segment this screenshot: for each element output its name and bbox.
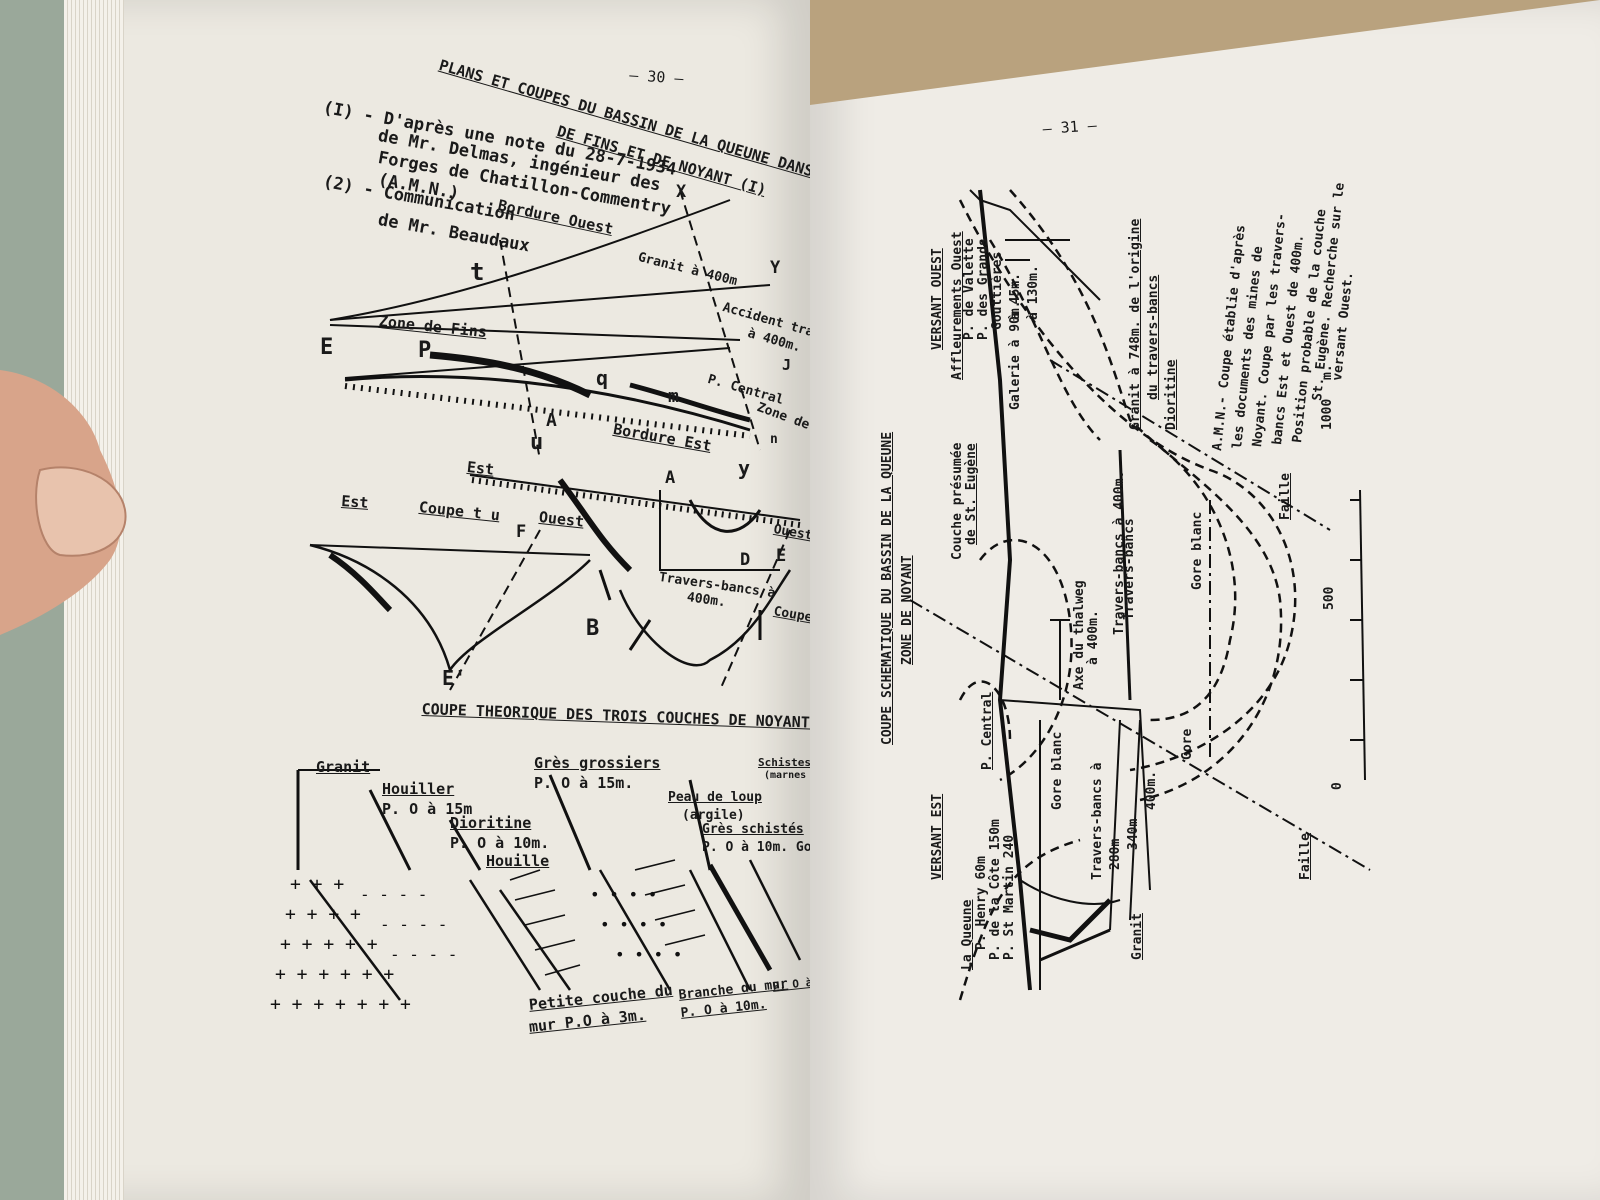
label-P: P	[418, 338, 432, 363]
label-p-st-martin: P. St Martin 240	[1002, 834, 1017, 960]
label-galerie: Galerie à 90m.	[1008, 300, 1023, 410]
label-n: n	[770, 432, 778, 447]
svg-text:+ + + + +: + + + + +	[280, 934, 378, 955]
label-a400: à 400m.	[1086, 610, 1101, 665]
scale-tick-1000: 1000	[1320, 398, 1335, 430]
label-la-queune: La Queune	[960, 899, 975, 970]
svg-text:+ + + +: + + + +	[285, 904, 361, 925]
label-travers-bancs: Travers-bancs	[1122, 518, 1137, 620]
label-granit-748: Granit à 748m. de l'origine	[1128, 218, 1143, 430]
label-E-prime: E'	[442, 666, 467, 690]
label-u: u	[530, 430, 544, 455]
stratum-schistes-friables-range: (marnes noires)	[764, 770, 855, 781]
label-X: X	[676, 182, 687, 202]
label-m: m	[668, 386, 679, 407]
label-gore: Gore	[1180, 728, 1195, 760]
stratum-dioritine-range: P. O à 10m.	[450, 834, 550, 852]
label-J: J	[782, 356, 792, 374]
label-Y: Y	[770, 258, 781, 278]
page-edges	[64, 0, 124, 1200]
label-versant-est: VERSANT EST	[930, 793, 945, 880]
svg-text:+ + + + + +: + + + + + +	[275, 964, 394, 985]
stratum-granit: Granit	[316, 758, 371, 776]
stratum-peau-de-loup: Peau de loup	[668, 790, 762, 805]
label-gouttieres: Gouttières	[990, 251, 1005, 330]
stratum-dioritine: Dioritine	[450, 814, 532, 832]
label-p-valette: P. de Valette	[962, 238, 977, 340]
stratum-houiller: Houiller	[382, 780, 455, 798]
svg-text:• • • •: • • • •	[615, 945, 682, 964]
label-y: y	[738, 456, 751, 480]
label-du-travers: du travers-bancs	[1146, 274, 1161, 400]
label-granit: Granit	[1130, 913, 1145, 960]
svg-text:• • • •: • • • •	[600, 915, 667, 934]
label-gore-blanc-2: Gore blanc	[1050, 731, 1065, 810]
scale-tick-500: 500	[1322, 586, 1337, 610]
label-D: D	[740, 550, 751, 570]
label-faille-2: Faille	[1298, 833, 1313, 880]
svg-text:+ + + + + + +: + + + + + + +	[270, 994, 411, 1015]
label-d400: 400m.	[1144, 770, 1159, 810]
svg-text:- - - -: - - - -	[360, 885, 427, 904]
label-t: t	[470, 258, 485, 286]
label-axe-thalweg: Axe du thalweg	[1072, 580, 1087, 690]
thumb	[0, 370, 127, 636]
label-q: q	[596, 366, 609, 390]
plan-drawing: + + + + + + + + + + + + + + + + + + + + …	[270, 189, 802, 1015]
label-p-cote: P. de la Côte 150m	[988, 819, 1003, 960]
label-est-2: Est	[340, 492, 370, 512]
label-p-grands: P. des Grands	[976, 238, 991, 340]
label-p-central: P. Central	[980, 691, 995, 770]
label-couche-st-eugene: Couche présumée	[950, 442, 965, 560]
scale-unit: m.	[1320, 364, 1335, 380]
svg-text:- - - -: - - - -	[380, 915, 447, 934]
label-A-plan: A	[546, 410, 557, 431]
label-d340: 340m	[1126, 818, 1141, 850]
label-A-section: A	[665, 468, 676, 488]
label-gore-blanc: Gore blanc	[1190, 511, 1205, 590]
svg-text:• • • •: • • • •	[590, 885, 657, 904]
stratum-gres-schistes-range: P. O à 10m. Gore	[702, 840, 828, 855]
stratum-houille: Houille	[486, 852, 550, 870]
svg-text:- - - -: - - - -	[390, 945, 457, 964]
svg-text:+ + +: + + +	[290, 874, 344, 895]
schematic-drawing	[909, 189, 1371, 1001]
label-dioritine: Dioritine	[1164, 359, 1179, 430]
label-faille-1: Faille	[1278, 473, 1293, 520]
label-F: F	[516, 522, 527, 542]
stratum-gres-grossiers: Grès grossiers	[534, 754, 661, 772]
stratum-houiller-range: P. O à 15m	[382, 800, 473, 818]
label-a130: à 130m.	[1026, 265, 1041, 320]
label-E-section: E	[776, 546, 787, 566]
label-versant-ouest: VERSANT OUEST	[930, 248, 945, 350]
label-de-st-eugene: de St. Eugène	[964, 443, 979, 545]
label-d280: 280m	[1108, 838, 1123, 870]
label-p-henry: P. Henry 60m	[974, 856, 989, 950]
label-est-1: Est	[466, 458, 495, 479]
scale-tick-0: 0	[1330, 782, 1345, 790]
label-B: B	[586, 616, 600, 641]
stratum-gres-schistes: Grès schistés	[702, 822, 804, 837]
label-travers-bancs-a: Travers-bancs à	[1090, 762, 1105, 880]
stratum-peau-de-loup-range: (argile)	[682, 808, 745, 823]
label-E: E	[320, 335, 334, 360]
left-page: — 30 — PLANS ET COUPES DU BASSIN DE LA Q…	[70, 0, 902, 1200]
stratum-gres-grossiers-range: P. O à 15m.	[534, 774, 634, 792]
right-page: — 31 — A.M.N.- Coupe établie d'après les…	[810, 0, 1600, 1200]
